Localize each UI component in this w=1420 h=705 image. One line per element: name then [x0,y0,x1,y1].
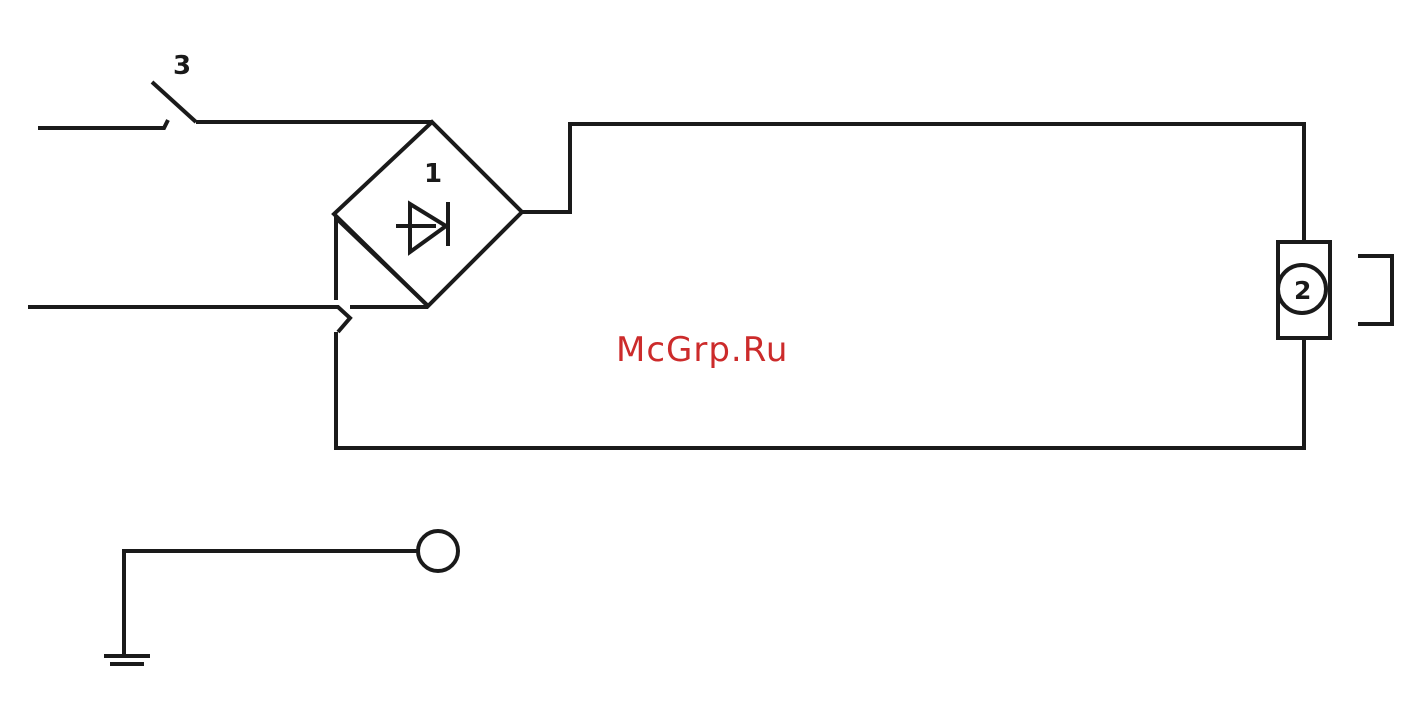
switch-blade [152,82,196,122]
bridge-label: 1 [424,159,442,189]
bridge-inner-diagonal [336,218,428,306]
lamp-bracket [1358,256,1392,324]
watermark: McGrp.Ru [616,333,788,367]
terminal-icon [418,531,458,571]
switch-input-wire [38,120,168,128]
lamp-label: 2 [1294,276,1311,305]
output-wire-positive [522,124,1304,242]
input-wire-2 [28,307,350,332]
diode-icon [396,202,448,252]
switch-label: 3 [173,51,191,81]
ground-wire [124,551,438,656]
ground-icon [104,656,150,664]
return-wire [336,332,1304,448]
